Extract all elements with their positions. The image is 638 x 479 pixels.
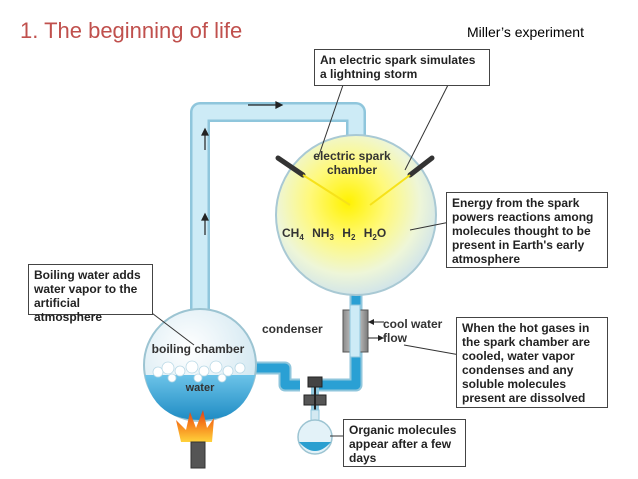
spark-chamber: electric spark chamber CH4 NH3 H2 H2O: [275, 134, 437, 296]
spark-chamber-label: electric spark: [313, 149, 391, 163]
right-electrode: [407, 155, 435, 178]
boiling-chamber-label: boiling chamber: [152, 342, 245, 356]
condenser: condenser cool water flow: [262, 304, 443, 358]
stopcock: [303, 376, 327, 412]
callout-spark: An electric spark simulates a lightning …: [314, 49, 490, 86]
water-label: water: [185, 382, 215, 394]
callout-boiling: Boiling water adds water vapor to the ar…: [28, 264, 153, 324]
cool-water-label: cool water: [383, 317, 443, 331]
callout-energy: Energy from the spark powers reactions a…: [446, 192, 608, 268]
cool-water-label-2: flow: [383, 331, 408, 345]
left-electrode: [275, 155, 306, 178]
condenser-label: condenser: [262, 322, 323, 336]
callout-hot-gases: When the hot gases in the spark chamber …: [456, 317, 608, 408]
gas-formula: CH4 NH3 H2 H2O: [282, 226, 386, 243]
collection-flask: [297, 409, 333, 455]
page-title: 1. The beginning of life: [20, 18, 243, 43]
page-subtitle: Miller’s experiment: [467, 24, 584, 40]
spark-chamber-label-2: chamber: [327, 163, 377, 177]
burner: [176, 410, 214, 469]
callout-organic: Organic molecules appear after a few day…: [343, 419, 466, 467]
boiling-chamber: boiling chamber water: [143, 308, 257, 422]
